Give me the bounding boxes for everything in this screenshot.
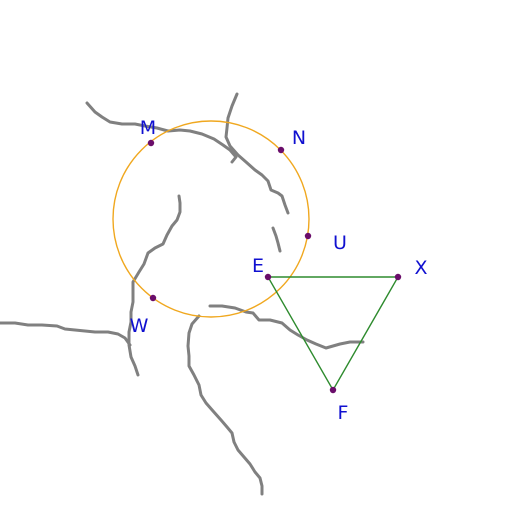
sketch-stroke-bottom-right xyxy=(208,304,365,350)
sketch-stroke-right-dash xyxy=(271,226,282,253)
sketch-stroke-left xyxy=(0,321,132,347)
point-e xyxy=(264,273,272,281)
label-x: X xyxy=(414,257,427,279)
sketch-strokes xyxy=(0,92,365,496)
point-x xyxy=(394,273,402,281)
point-m xyxy=(147,139,155,147)
label-w: W xyxy=(130,315,149,337)
point-u xyxy=(304,232,312,240)
label-e: E xyxy=(252,255,264,277)
label-m: M xyxy=(140,117,156,139)
label-n: N xyxy=(292,127,306,149)
triangle-exf xyxy=(266,276,400,392)
point-f xyxy=(329,386,337,394)
point-n xyxy=(277,146,285,154)
point-w xyxy=(149,294,157,302)
label-u: U xyxy=(333,232,347,254)
sketch-stroke-top-left xyxy=(85,101,238,164)
sketch-stroke-top-right xyxy=(224,92,290,215)
sketch-stroke-bottom xyxy=(186,314,264,496)
label-f: F xyxy=(338,402,349,424)
sketch-stroke-middle xyxy=(127,194,182,377)
circle-mnuw xyxy=(112,120,310,318)
